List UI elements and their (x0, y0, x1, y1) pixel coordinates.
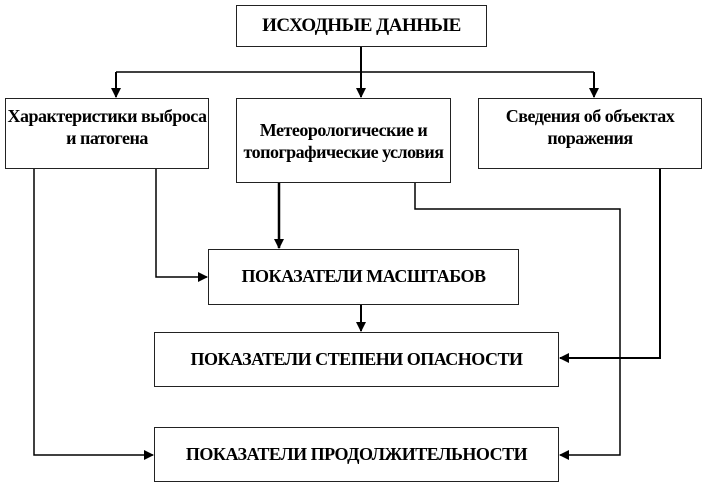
node-source-data-label: ИСХОДНЫЕ ДАННЫЕ (262, 14, 461, 36)
node-duration-indicators-label: ПОКАЗАТЕЛИ ПРОДОЛЖИТЕЛЬНОСТИ (185, 443, 528, 464)
node-meteo-conditions: Метеорологические и топографические усло… (236, 98, 451, 183)
node-target-info-label: Сведения об объектах поражения (505, 106, 675, 148)
node-scale-indicators-label: ПОКАЗАТЕЛИ МАСШТАБОВ (241, 266, 486, 287)
node-danger-indicators-label: ПОКАЗАТЕЛИ СТЕПЕНИ ОПАСНОСТИ (190, 348, 523, 369)
edge-targets-danger (559, 169, 661, 363)
node-danger-indicators: ПОКАЗАТЕЛИ СТЕПЕНИ ОПАСНОСТИ (154, 332, 559, 387)
node-scale-indicators: ПОКАЗАТЕЛИ МАСШТАБОВ (208, 249, 519, 305)
node-meteo-conditions-label: Метеорологические и топографические усло… (243, 120, 444, 162)
node-release-characteristics-label: Характеристики выброса и патогена (7, 106, 207, 148)
node-source-data: ИСХОДНЫЕ ДАННЫЕ (236, 5, 487, 47)
edge-release-scale (155, 169, 208, 282)
node-target-info: Сведения об объектах поражения (478, 98, 702, 169)
edge-meteo-duration (414, 183, 621, 460)
edge-release-duration (33, 169, 154, 460)
node-release-characteristics: Характеристики выброса и патогена (5, 98, 209, 169)
node-duration-indicators: ПОКАЗАТЕЛИ ПРОДОЛЖИТЕЛЬНОСТИ (154, 427, 559, 482)
